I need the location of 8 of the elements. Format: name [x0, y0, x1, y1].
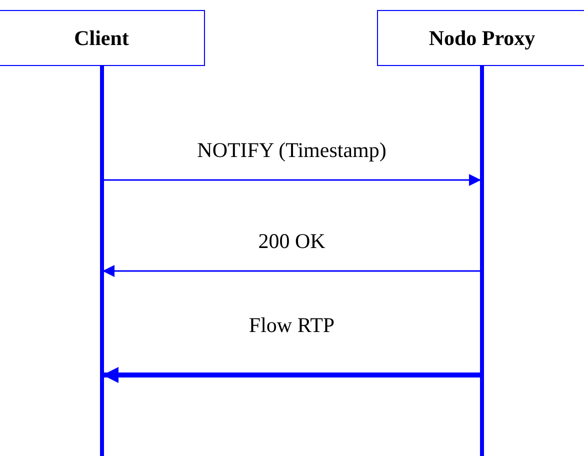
- message-arrow: [102, 174, 481, 186]
- message-arrow: [102, 265, 481, 277]
- edge-label: Flow RTP: [248, 313, 335, 338]
- message-arrow: [102, 367, 481, 383]
- participant-box: Client: [0, 10, 205, 66]
- participant-box: Nodo Proxy: [377, 10, 584, 66]
- edge-label: 200 OK: [258, 229, 326, 254]
- edge-label: NOTIFY (Timestamp): [197, 138, 386, 163]
